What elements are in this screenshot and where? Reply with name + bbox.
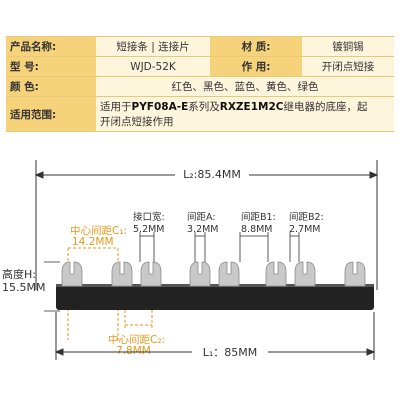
total-length-text: L₂:85.4MM	[183, 168, 241, 181]
fork-terminals	[61, 261, 366, 287]
slot-width-label: 接口宽:	[133, 211, 165, 223]
spec-row-model: 型 号: WJD-52K 作 用: 开闭点短接	[6, 56, 394, 77]
scope-model-1: PYF08A-E	[131, 101, 189, 113]
slot-width-value: 5.2MM	[133, 224, 165, 235]
material-value: 镀铜锡	[302, 36, 394, 57]
spec-row-scope: 适用范围: 适用于PYF08A-E系列及RXZE1M2C继电器的底座，起 开闭点…	[6, 96, 394, 132]
color-label: 颜 色:	[6, 76, 96, 97]
scope-model-2: RXZE1M2C	[219, 101, 284, 113]
center-c2-label: 中心间距C₂:	[108, 333, 165, 346]
spacing-b2-label: 间距B2:	[289, 211, 324, 223]
spacing-a-label: 间距A:	[187, 211, 216, 223]
scope-pre: 适用于	[100, 101, 132, 113]
spacing-b2-value: 2.7MM	[289, 224, 321, 235]
scope-line-2: 开闭点短接作用	[100, 116, 174, 128]
small-dimension-brackets	[139, 232, 300, 262]
color-value: 红色、黑色、蓝色、黄色、绿色	[96, 76, 394, 97]
scope-post: 继电器的底座，起	[283, 101, 368, 113]
center-c1-label: 中心间距C₁:	[70, 224, 127, 237]
scope-label: 适用范围:	[6, 96, 96, 132]
function-value: 开闭点短接	[302, 56, 394, 77]
center-c2-value: 7.8MM	[116, 345, 151, 357]
height-guides	[44, 261, 60, 312]
height-value: 15.5MM	[2, 281, 45, 294]
connector-bar	[56, 284, 374, 310]
function-label: 作 用:	[210, 56, 302, 77]
scope-mid: 系列及	[188, 101, 220, 113]
product-name-label: 产品名称:	[6, 36, 96, 57]
spacing-a-value: 3.2MM	[187, 224, 219, 235]
spacing-b1-label: 间距B1:	[241, 211, 276, 223]
bar-length-text: L₁：85MM	[203, 346, 258, 359]
spec-row-color: 颜 色: 红色、黑色、蓝色、黄色、绿色	[6, 76, 394, 97]
model-label: 型 号:	[6, 56, 96, 77]
product-name-value: 短接条 | 连接片	[96, 36, 210, 57]
spec-table: 产品名称: 短接条 | 连接片 材 质: 镀铜锡 型 号: WJD-52K 作 …	[6, 36, 394, 132]
center-c1-value: 14.2MM	[72, 236, 114, 248]
spacing-b1-value: 8.8MM	[241, 224, 273, 235]
height-label: 高度H:	[2, 267, 36, 281]
scope-value: 适用于PYF08A-E系列及RXZE1M2C继电器的底座，起 开闭点短接作用	[96, 96, 394, 132]
